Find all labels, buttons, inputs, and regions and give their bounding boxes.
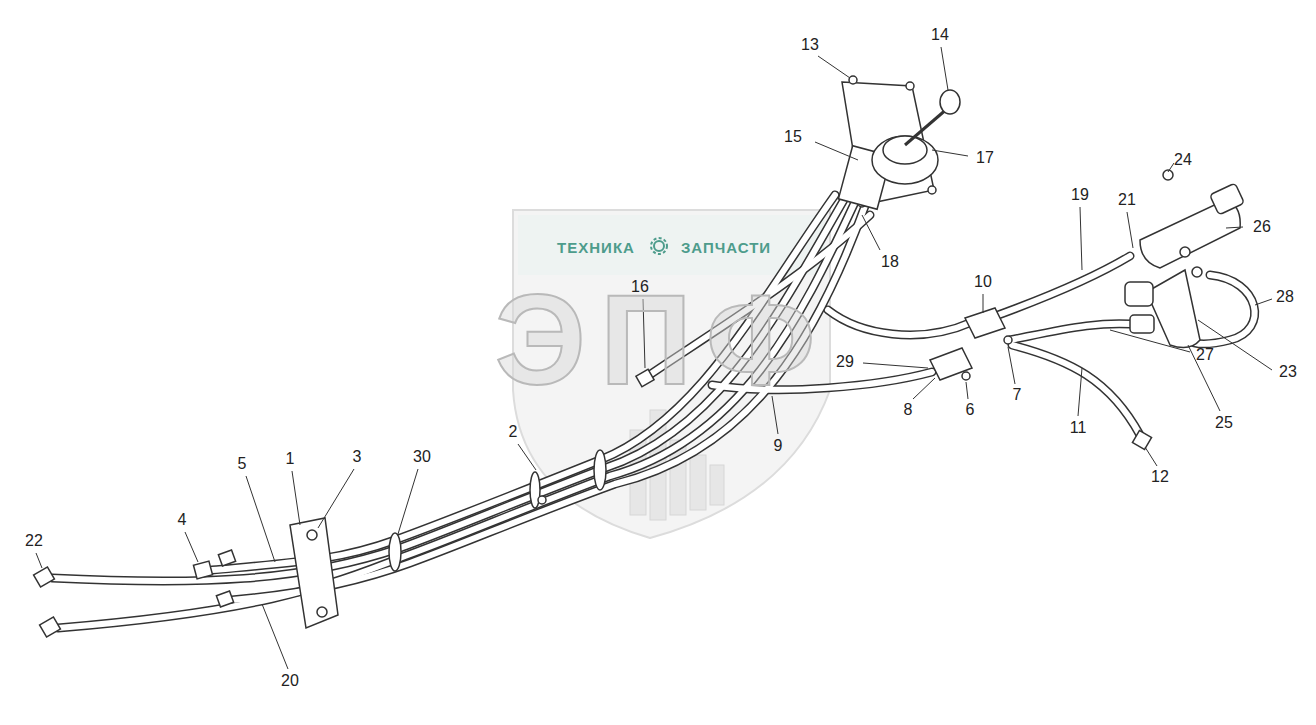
callout-number: 1	[286, 451, 295, 467]
callout-number: 12	[1151, 469, 1169, 485]
callout-number: 8	[904, 402, 913, 418]
callout-number: 2	[509, 424, 518, 440]
callout-number: 30	[413, 449, 431, 465]
callout-number: 21	[1118, 192, 1136, 208]
callout-number: 10	[974, 274, 992, 290]
callout-number: 27	[1196, 347, 1214, 363]
bracket	[290, 518, 338, 628]
callout-number: 19	[1071, 187, 1089, 203]
watermark-logo: ЭПФ	[495, 276, 829, 404]
callout-number: 9	[774, 438, 783, 454]
callout-number: 15	[784, 129, 802, 145]
watermark-text: ЗАПЧАСТИ	[681, 240, 771, 255]
callout-number: 3	[353, 449, 362, 465]
callout-number: 20	[281, 673, 299, 689]
callout-number: 6	[966, 402, 975, 418]
joystick	[838, 76, 960, 209]
callout-number: 4	[178, 512, 187, 528]
callout-number: 11	[1070, 420, 1087, 436]
watermark-text: ТЕХНИКА	[557, 240, 635, 255]
callout-number: 5	[238, 456, 247, 472]
callout-number: 13	[801, 37, 819, 53]
callout-number: 23	[1279, 364, 1297, 380]
callout-number: 17	[976, 150, 994, 166]
callout-number: 22	[25, 533, 43, 549]
callout-number: 28	[1276, 289, 1294, 305]
leader-lines	[36, 47, 1272, 669]
callout-number: 18	[881, 254, 899, 270]
fittings	[34, 369, 1152, 637]
hose-outlines	[52, 195, 1255, 628]
clamps	[389, 450, 606, 571]
callout-number: 24	[1174, 152, 1192, 168]
callout-number: 14	[931, 27, 949, 43]
callout-number: 29	[836, 354, 854, 370]
cylinder	[1125, 170, 1244, 348]
callout-number: 26	[1253, 219, 1271, 235]
hose-cores	[52, 195, 1255, 628]
connector-blocks	[930, 308, 1012, 380]
callout-number: 25	[1215, 415, 1233, 431]
callout-number: 7	[1013, 387, 1022, 403]
